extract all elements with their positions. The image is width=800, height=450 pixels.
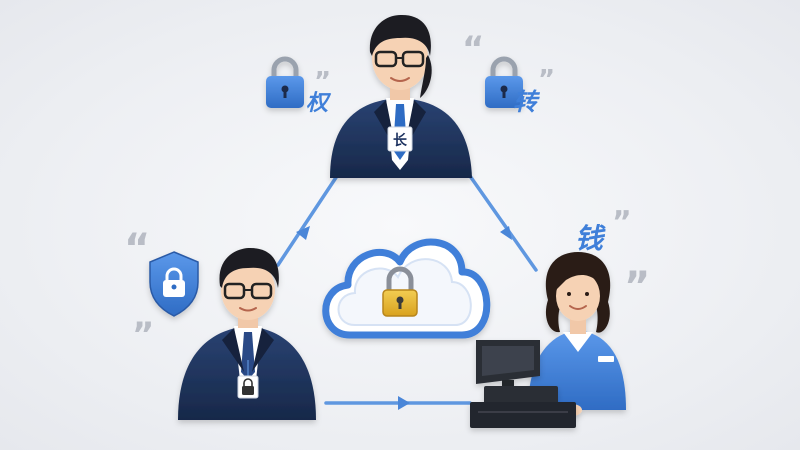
arrow-head-right <box>500 226 512 240</box>
badge-padlock-icon <box>242 378 254 395</box>
person-bottom-left-employee <box>178 248 316 420</box>
person-top-executive: 长 <box>330 14 472 178</box>
padlock-right-icon <box>485 56 523 108</box>
person-bottom-right-cashier <box>528 252 626 416</box>
pos-terminal-icon <box>470 340 576 428</box>
arrow-top-to-right <box>468 174 538 272</box>
cashier-label: 钱 <box>575 222 606 255</box>
executive-badge-label: 长 <box>393 132 408 149</box>
arrow-head-bottom <box>398 396 410 410</box>
arrow-heads <box>296 226 512 410</box>
arrow-head-left <box>296 226 310 240</box>
quote-mark-icon: ” <box>132 315 154 355</box>
arrow-left-to-top <box>276 174 339 267</box>
cloud-lock-icon <box>322 238 491 339</box>
quote-mark-icon: ” <box>538 65 555 95</box>
padlock-left-icon <box>266 56 304 108</box>
lock-right-label: 转 <box>513 88 541 116</box>
quote-mark-icon: ” <box>314 67 331 97</box>
quote-mark-icon: “ <box>124 226 150 272</box>
quote-mark-icon: ” <box>624 264 650 310</box>
quote-mark-icon: ” <box>612 205 632 240</box>
quote-mark-icon: “ <box>462 29 484 69</box>
lock-left-label: 权 <box>306 91 332 116</box>
shield-lock-icon <box>149 251 199 317</box>
